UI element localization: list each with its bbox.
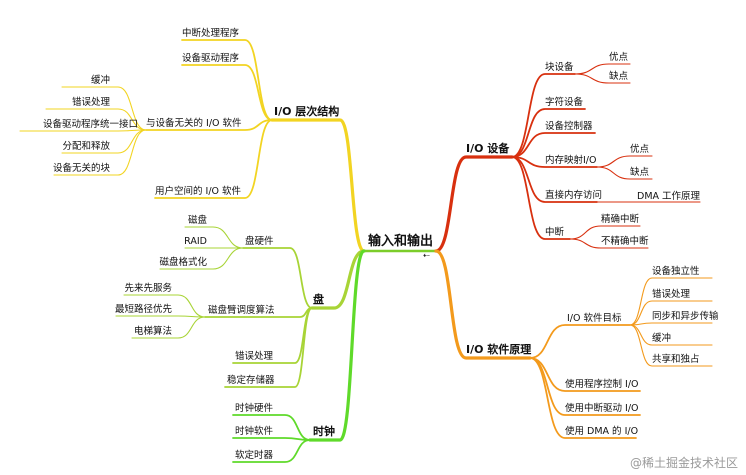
link-io-device-child-0: [511, 73, 576, 158]
link-goal-2: [629, 322, 713, 326]
link-int-imprecise: [569, 238, 649, 249]
link-hw-2: [159, 247, 244, 270]
node-mmio-pros: 优点: [630, 144, 650, 155]
node-device-controller: 设备控制器: [545, 121, 593, 132]
node-clock-software: 时钟软件: [235, 426, 274, 437]
link-io-device-child-1: [511, 108, 586, 158]
link-sched-1: [115, 315, 206, 318]
node-disk-magnetic: 磁盘: [187, 215, 207, 226]
root-node: 输入和输出: [368, 234, 434, 249]
node-dma: 直接内存访问: [545, 190, 603, 201]
node-device-independent-software: 与设备无关的 I/O 软件: [146, 118, 242, 129]
link-sw-dma: [529, 357, 637, 439]
node-goal-error-handling: 错误处理: [652, 289, 691, 300]
node-goal-sync-async: 同步和异步传输: [652, 311, 719, 322]
node-layer-error-handling: 错误处理: [71, 97, 110, 108]
node-layer-uniform-interface: 设备驱动程序统一接口: [42, 119, 138, 130]
link-io-device-child-5: [511, 156, 571, 240]
collapse-arrow-icon[interactable]: ⇠: [423, 251, 430, 260]
node-block-device: 块设备: [545, 62, 574, 73]
link-devind-4: [53, 129, 147, 176]
node-io-device: I/O 设备: [466, 142, 510, 155]
link-clock-sw: [232, 437, 311, 441]
link-mmio-pros: [596, 155, 653, 168]
node-sched-elevator: 电梯算法: [133, 326, 172, 337]
link-goal-4: [629, 324, 713, 367]
node-block-device-cons: 缺点: [609, 71, 629, 82]
node-stable-storage: 稳定存储器: [227, 375, 275, 386]
link-devind-1: [45, 108, 147, 131]
node-layer-block-size: 设备无关的块: [52, 163, 110, 174]
node-dma-principle: DMA 工作原理: [637, 191, 701, 202]
link-hw-0: [184, 226, 244, 249]
node-user-space-software: 用户空间的 I/O 软件: [155, 186, 242, 197]
link-layers-interrupt-handler: [181, 39, 273, 121]
node-disk-format: 磁盘格式化: [159, 257, 207, 268]
node-char-device: 字符设备: [545, 97, 584, 108]
node-programmed-io: 使用程序控制 I/O: [565, 379, 639, 390]
node-disk-error-handling: 错误处理: [235, 351, 274, 362]
node-clock-hardware: 时钟硬件: [235, 403, 274, 414]
link-sw-goals: [529, 324, 631, 359]
node-layer-buffering: 缓冲: [90, 75, 110, 86]
link-layers-user-space: [154, 119, 273, 199]
link-disk-hardware: [242, 247, 313, 309]
node-mmio-cons: 缺点: [630, 167, 650, 178]
link-clock-timer: [232, 439, 311, 463]
node-block-device-pros: 优点: [609, 52, 629, 63]
link-layers-device-driver: [181, 64, 273, 121]
node-sched-fcfs: 先来先服务: [124, 283, 172, 294]
node-precise-interrupt: 精确中断: [601, 214, 640, 225]
node-device-driver: 设备驱动程序: [182, 53, 240, 64]
node-clock: 时钟: [313, 425, 335, 438]
link-root-clock: [308, 249, 366, 442]
link-root-io-software: [434, 249, 532, 360]
link-block-cons: [574, 73, 631, 84]
link-int-precise: [569, 225, 641, 240]
node-layer-allocation: 分配和释放: [62, 141, 110, 152]
node-disk-scheduling: 磁盘臂调度算法: [208, 305, 275, 316]
node-interrupt: 中断: [545, 227, 565, 238]
node-software-goals: I/O 软件目标: [567, 313, 622, 324]
link-sched-2: [131, 316, 206, 339]
node-imprecise-interrupt: 不精确中断: [601, 236, 649, 247]
node-goal-independence: 设备独立性: [652, 266, 700, 277]
link-root-disk: [310, 249, 366, 310]
node-interrupt-driven-io: 使用中断驱动 I/O: [565, 403, 639, 414]
link-disk-stable: [224, 307, 313, 388]
node-disk: 盘: [313, 293, 324, 306]
node-mmio: 内存映射I/O: [545, 155, 597, 166]
link-io-device-child-2: [511, 132, 596, 158]
link-goal-1: [629, 300, 713, 326]
node-interrupt-handler: 中断处理程序: [182, 28, 240, 39]
node-sched-sstf: 最短路径优先: [114, 304, 172, 315]
node-io-layers: I/O 层次结构: [274, 105, 340, 118]
watermark: @稀土掘金技术社区: [629, 456, 738, 470]
node-io-software: I/O 软件原理: [466, 343, 532, 356]
node-dma-io: 使用 DMA 的 I/O: [565, 426, 639, 437]
link-root-layers: [270, 118, 366, 253]
node-soft-timer: 软定时器: [235, 450, 274, 461]
link-block-pros: [574, 63, 631, 75]
node-disk-raid: RAID: [184, 236, 207, 247]
link-devind-2: [19, 129, 147, 132]
link-devind-0: [61, 86, 147, 131]
link-goal-0: [629, 277, 713, 326]
node-disk-hardware: 盘硬件: [245, 236, 274, 247]
node-goal-buffering: 缓冲: [652, 333, 672, 344]
link-root-io-device: [434, 155, 514, 253]
link-sched-0: [123, 294, 206, 318]
link-mmio-cons: [596, 166, 653, 180]
link-layers-device-independent: [145, 119, 273, 131]
node-goal-sharing: 共享和独占: [652, 354, 700, 365]
